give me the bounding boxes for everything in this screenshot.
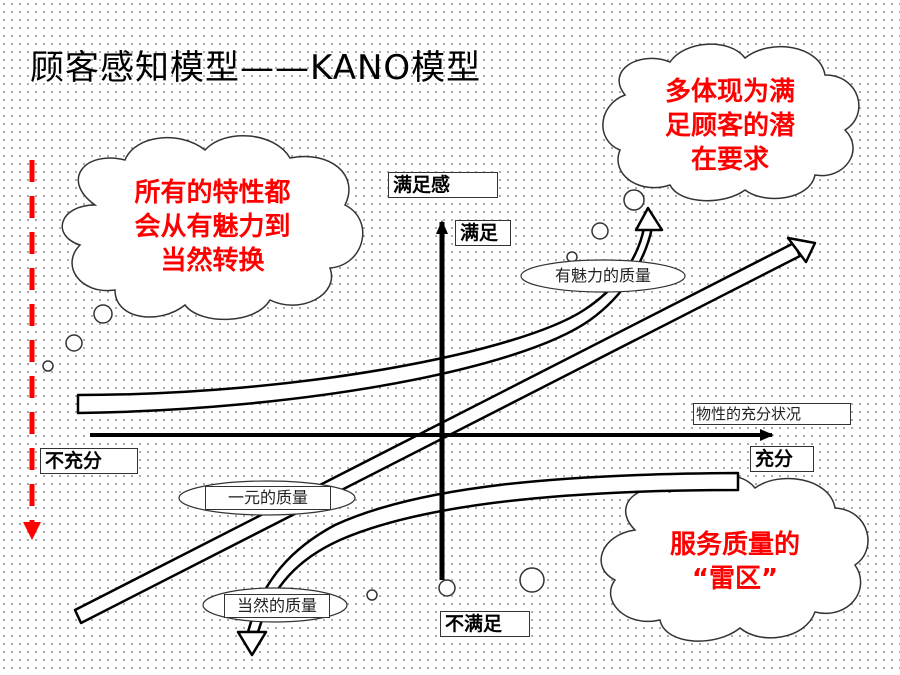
y-axis-top-label: 满足感 xyxy=(388,172,498,198)
cloud-top-right xyxy=(566,43,860,263)
y-axis-bottom-label: 不满足 xyxy=(440,611,530,637)
cloud-left-line: 所有的特性都 xyxy=(134,178,291,208)
one-dimensional-quality-text: 一元的质量 xyxy=(227,488,308,507)
attractive-quality-curve xyxy=(76,206,664,415)
cloud-top-right-line: 多体现为满 xyxy=(664,77,795,107)
x-axis-right-label: 充分 xyxy=(750,446,814,472)
cloud-left-line: 当然转换 xyxy=(160,246,265,276)
cloud-top-right-line: 足顾客的潜 xyxy=(664,111,795,141)
must-be-quality-label: 当然的质量 xyxy=(224,594,330,618)
cloud-bottom-right-line: “雷区” xyxy=(691,564,779,594)
x-axis-title: 物性的充分状况 xyxy=(693,403,851,425)
cloud-left-line: 会从有魅力到 xyxy=(134,212,291,242)
cloud-top-right-text: 多体现为满 足顾客的潜 在要求 xyxy=(630,75,830,177)
slide-title: 顾客感知模型——KANO模型 xyxy=(30,48,482,88)
cloud-bottom-right-line: 服务质量的 xyxy=(669,530,800,560)
must-be-quality-curve xyxy=(236,471,740,657)
x-axis-left-label: 不充分 xyxy=(40,448,138,474)
cloud-top-right-line: 在要求 xyxy=(690,145,769,175)
attractive-quality-label: 有魅力的质量 xyxy=(554,266,651,285)
attractive-label-oval xyxy=(520,259,686,293)
cloud-bottom-right-text: 服务质量的 “雷区” xyxy=(635,528,835,596)
cloud-left-text: 所有的特性都 会从有魅力到 当然转换 xyxy=(100,176,325,278)
one-dimensional-quality-label: 一元的质量 xyxy=(205,486,331,510)
red-arrow-head xyxy=(23,522,41,540)
cloud-left xyxy=(42,134,364,372)
y-axis-upper-label: 满足 xyxy=(455,220,511,246)
